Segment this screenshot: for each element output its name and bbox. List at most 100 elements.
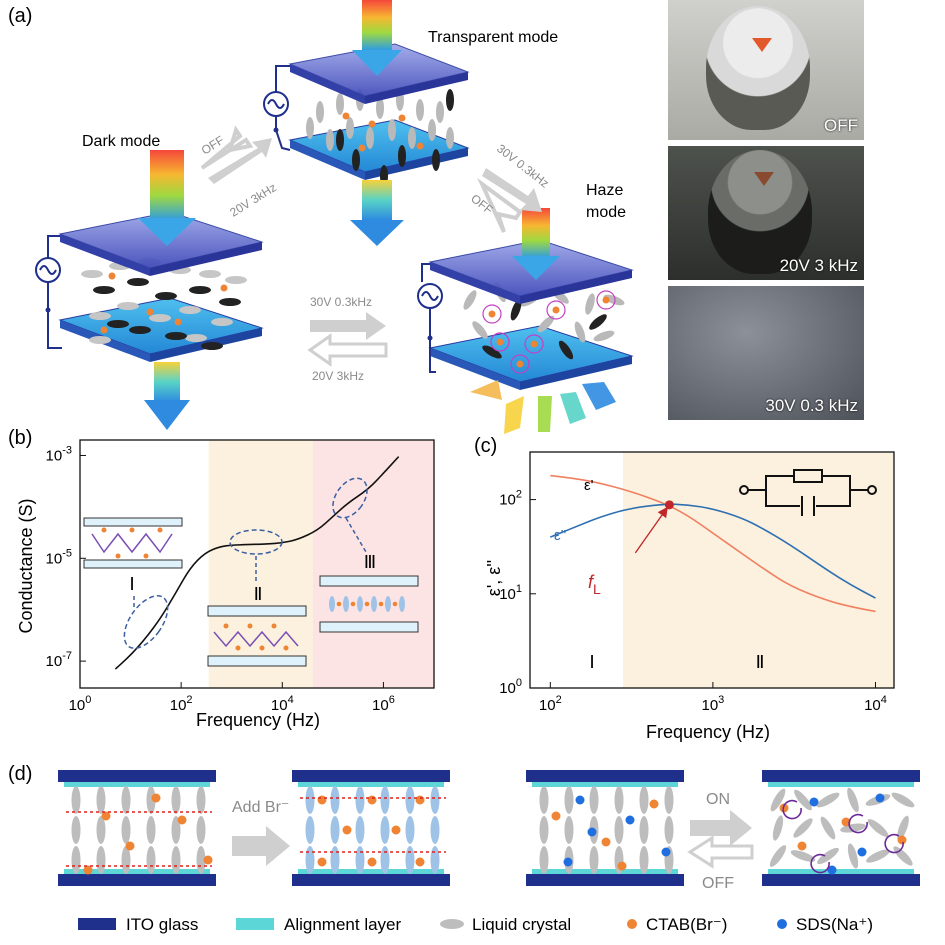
ion-motion-arc xyxy=(884,833,904,854)
c-xtick-label: 104 xyxy=(864,694,887,714)
b-ytick-label: 10-3 xyxy=(46,444,72,464)
ctab-ion xyxy=(125,841,135,851)
liquid-crystal-molecule xyxy=(405,786,415,814)
liquid-crystal-molecule xyxy=(355,846,365,874)
liquid-crystal-molecule xyxy=(330,786,340,814)
region-2-numeral: Ⅱ xyxy=(254,584,263,604)
liquid-crystal-molecule xyxy=(196,786,206,814)
legend-liquid-crystal-swatch xyxy=(440,919,464,929)
liquid-crystal-molecule xyxy=(146,816,156,844)
scattered-light-arrows xyxy=(470,380,616,434)
liquid-crystal-molecule xyxy=(96,786,106,814)
photo-20v-caption: 20V 3 kHz xyxy=(779,256,858,275)
alignment-layer-bottom xyxy=(298,869,444,874)
region-numerals-c: Ⅰ Ⅱ xyxy=(589,652,764,672)
alignment-layer-top xyxy=(768,782,914,787)
haze-mode-label-1: Haze xyxy=(586,182,623,199)
switch-arrows-dark-haze: 30V 0.3kHz 20V 3kHz xyxy=(307,295,388,383)
transparent-mode-cell: Transparent mode xyxy=(263,0,558,246)
liquid-crystal-molecule xyxy=(121,816,131,844)
b-xtick-label: 102 xyxy=(170,694,193,714)
liquid-crystal-molecule xyxy=(891,792,915,808)
liquid-crystal-molecule xyxy=(171,846,181,874)
liquid-crystal-molecule xyxy=(196,816,206,844)
liquid-crystal-molecule xyxy=(355,786,365,814)
alignment-layer-top xyxy=(64,782,210,787)
ctab-ion xyxy=(317,795,327,805)
liquid-crystal-molecule xyxy=(539,786,549,814)
liquid-crystal-molecule xyxy=(355,816,365,844)
ion-motion-arc xyxy=(810,853,830,874)
liquid-crystal-molecule xyxy=(866,849,890,863)
ctab-ion xyxy=(797,841,807,851)
liquid-crystal-molecule xyxy=(171,786,181,814)
photo-30v-caption: 30V 0.3 kHz xyxy=(765,396,858,415)
off-label: OFF xyxy=(702,875,734,892)
legend-sds-label: SDS(Na⁺) xyxy=(796,915,873,934)
ctab-ion xyxy=(391,825,401,835)
ctab-ion xyxy=(617,861,627,871)
ctab-ion xyxy=(203,855,213,865)
liquid-crystal-molecule xyxy=(664,816,674,844)
liquid-crystal-molecule xyxy=(769,845,787,867)
ctab-ion xyxy=(415,795,425,805)
ito-glass-bottom xyxy=(762,874,920,886)
sds-ion xyxy=(857,847,867,857)
photo-20v: 20V 3 kHz xyxy=(668,146,864,280)
transparent-to-dark-label: 20V 3kHz xyxy=(227,180,279,219)
inset-region-2: Ⅱ xyxy=(207,529,307,667)
photo-off-caption: OFF xyxy=(824,116,858,135)
sds-ion xyxy=(875,793,885,803)
c-plot-frame xyxy=(529,451,895,689)
region-c-1: Ⅰ xyxy=(589,652,594,672)
fl-label: fL xyxy=(588,572,601,597)
c-xtick-label: 103 xyxy=(701,694,724,714)
legend-ito-glass-swatch xyxy=(78,918,116,930)
liquid-crystal-molecule xyxy=(71,816,81,844)
ito-glass-top xyxy=(58,770,216,782)
ctab-ion xyxy=(367,795,377,805)
b-ytick-label: 10-5 xyxy=(46,547,72,567)
alignment-layer-top xyxy=(298,782,444,787)
legend-ctab-swatch xyxy=(627,919,637,929)
on-off-arrow: ON OFF xyxy=(687,791,754,892)
on-label: ON xyxy=(706,791,730,808)
b-series-line-1 xyxy=(114,456,400,670)
panel-b-xlabel: Frequency (Hz) xyxy=(196,710,320,730)
liquid-crystal-molecule xyxy=(847,843,859,869)
liquid-crystal-molecule xyxy=(589,786,599,814)
ctab-ion xyxy=(897,835,907,845)
photo-off: OFF xyxy=(668,0,864,140)
liquid-crystal-molecule xyxy=(589,846,599,874)
liquid-crystal-molecule xyxy=(664,786,674,814)
panel-d-label: (d) xyxy=(8,763,32,785)
liquid-crystal-molecule xyxy=(305,816,315,844)
sds-ion xyxy=(587,827,597,837)
fl-arrow xyxy=(634,506,668,554)
dark-mode-label: Dark mode xyxy=(82,133,160,150)
liquid-crystal-molecule xyxy=(146,786,156,814)
c-ytick-label: 101 xyxy=(499,583,522,603)
rc-circuit-icon xyxy=(739,469,877,516)
ctab-ion xyxy=(83,865,93,875)
ctab-ion xyxy=(649,799,659,809)
liquid-crystal-molecule xyxy=(380,786,390,814)
liquid-crystal-molecule xyxy=(405,846,415,874)
liquid-crystal-molecule xyxy=(380,846,390,874)
liquid-crystal-molecule xyxy=(121,786,131,814)
liquid-crystal-molecule xyxy=(817,847,839,865)
ito-glass-top xyxy=(526,770,684,782)
chick-beak-dim xyxy=(754,172,774,186)
liquid-crystal-molecule xyxy=(330,846,340,874)
ctab-ion xyxy=(151,793,161,803)
ito-glass-top xyxy=(292,770,450,782)
haze-to-transparent-label: OFF xyxy=(468,191,496,217)
panel-c-xlabel: Frequency (Hz) xyxy=(646,722,770,742)
c-ytick-label: 102 xyxy=(499,489,522,509)
ctab-ion xyxy=(415,857,425,867)
sds-ion xyxy=(809,797,819,807)
sds-ion xyxy=(827,865,837,875)
liquid-crystal-molecule xyxy=(71,846,81,874)
